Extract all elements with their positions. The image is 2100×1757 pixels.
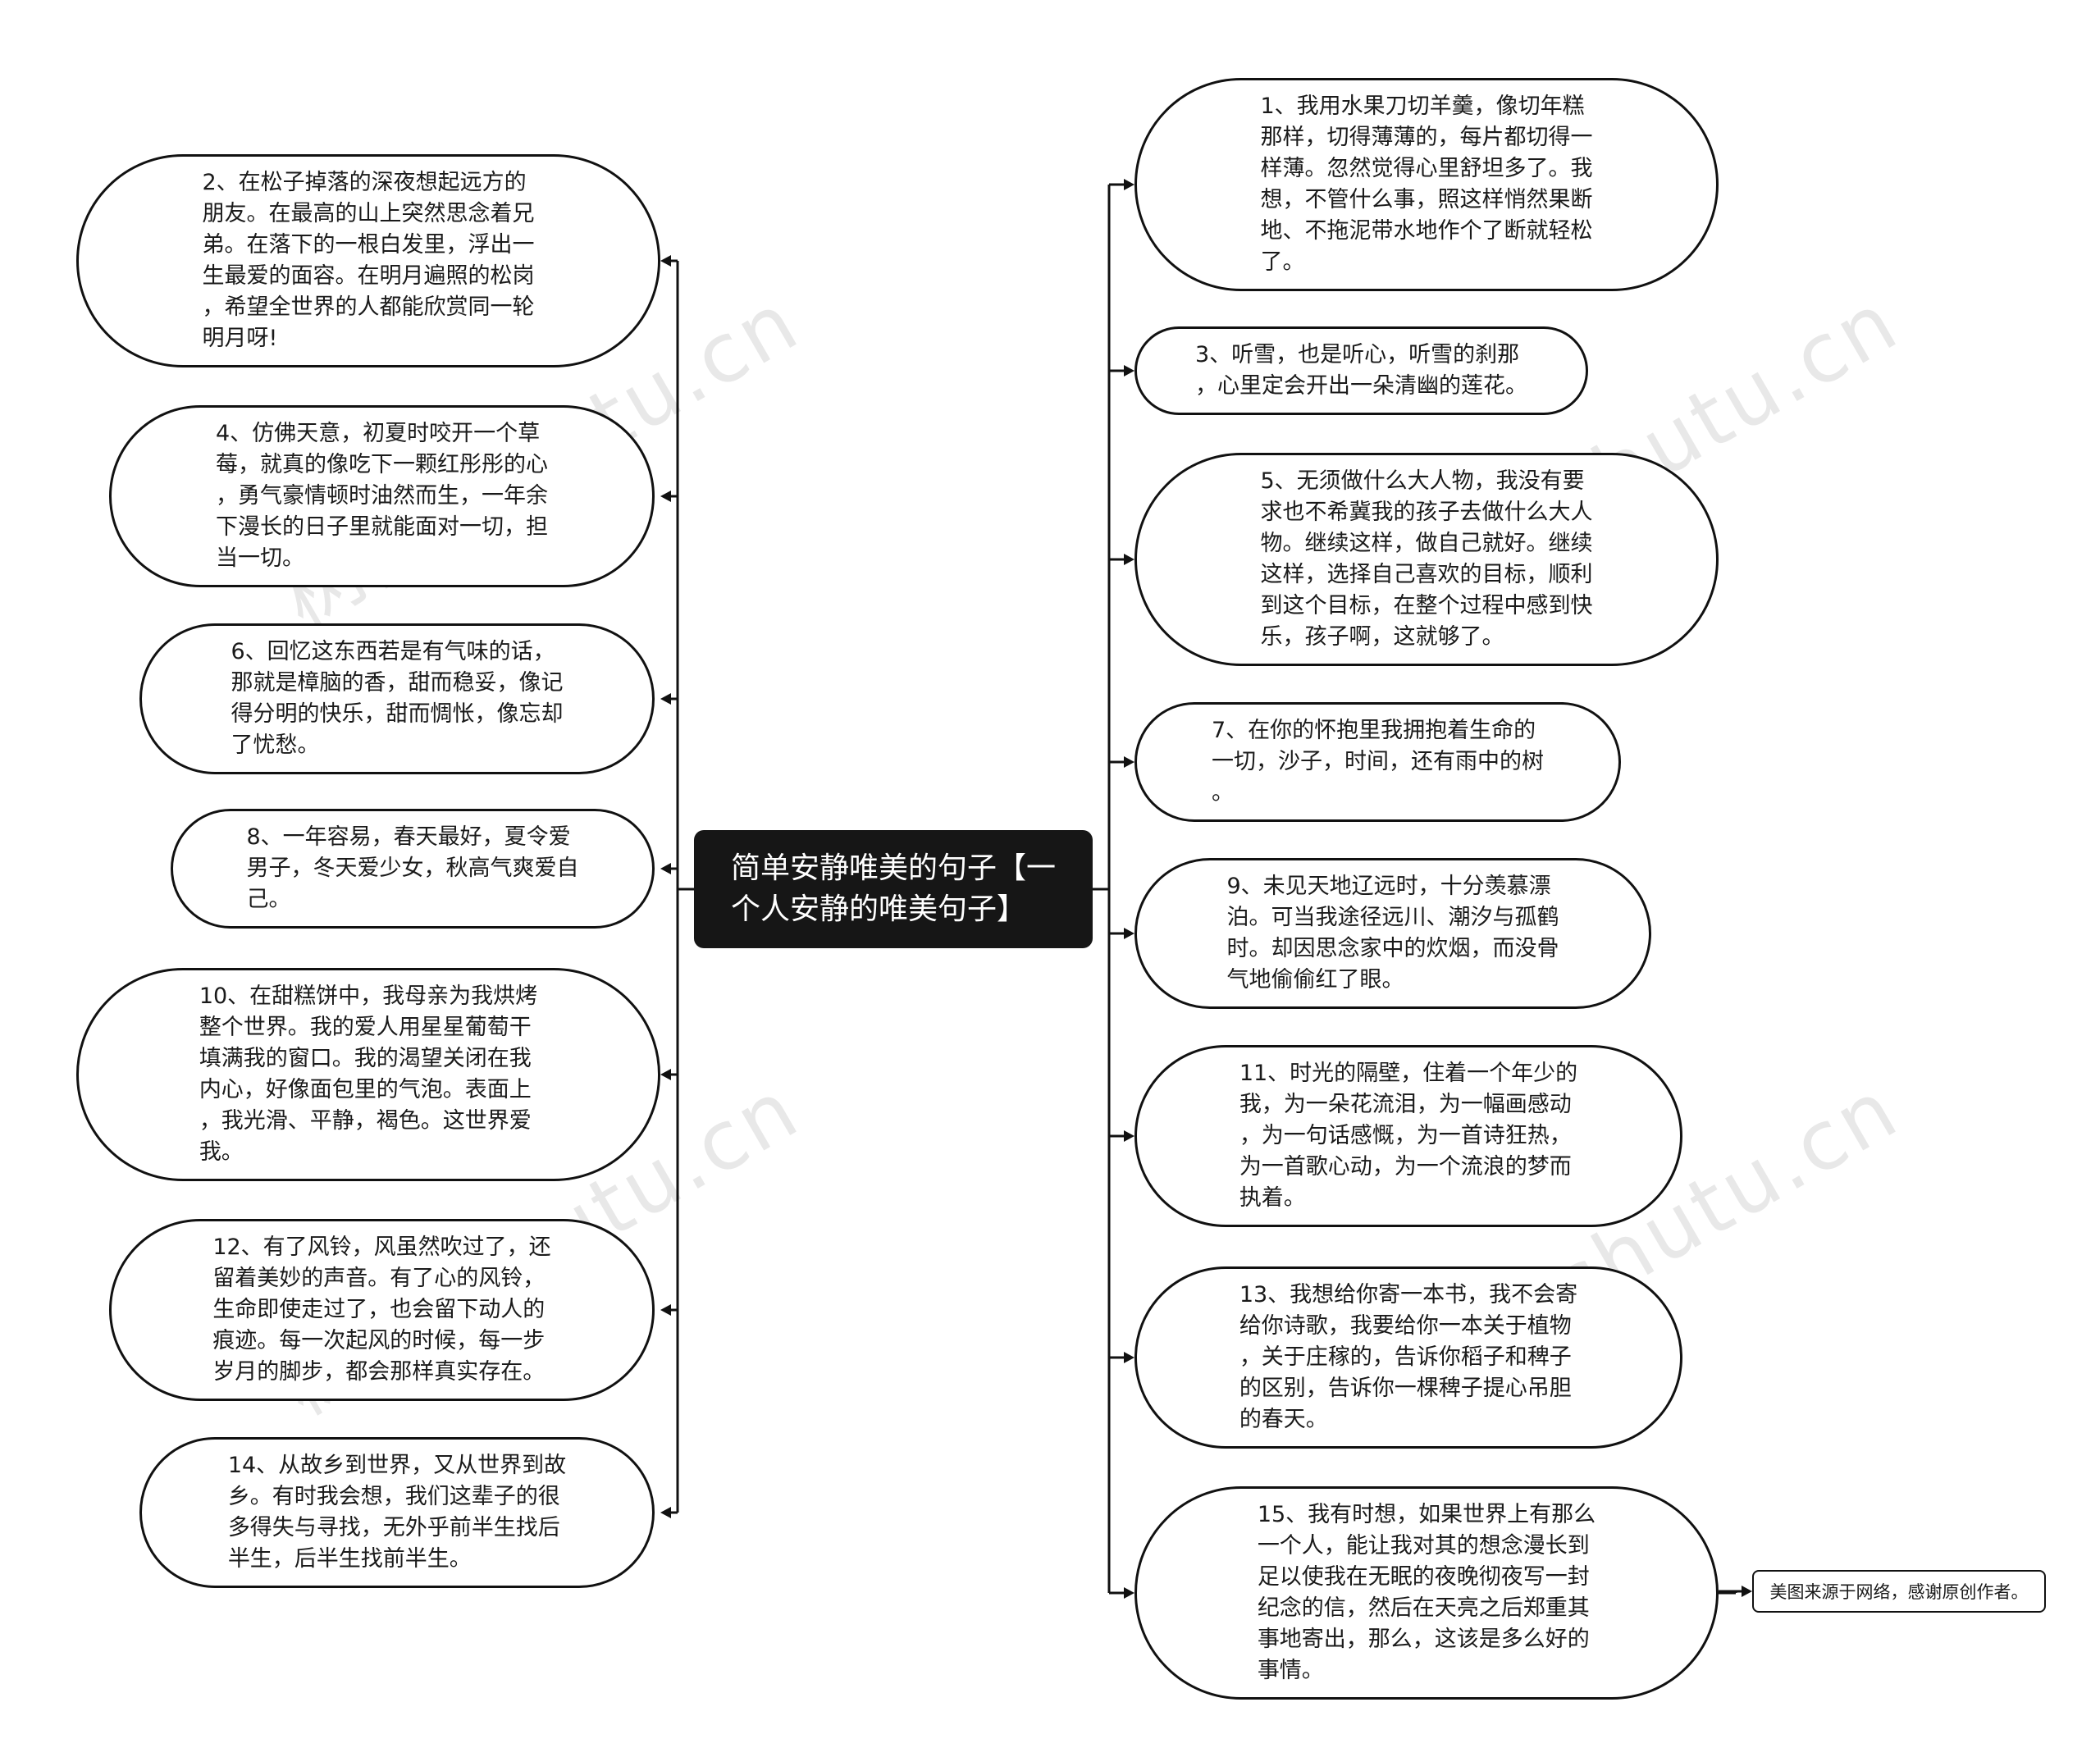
topic-node-11-text: 11、时光的隔壁，住着一个年少的 我，为一朵花流泪，为一幅画感动 ，为一句话感慨… — [1239, 1061, 1578, 1211]
topic-node-8[interactable]: 8、一年容易，春天最好，夏令爱 男子，冬天爱少女，秋高气爽爱自 己。 — [171, 809, 655, 929]
central-topic[interactable]: 简单安静唯美的句子【一 个人安静的唯美句子】 — [694, 830, 1093, 948]
topic-node-2-text: 2、在松子掉落的深夜想起远方的 朋友。在最高的山上突然思念着兄 弟。在落下的一根… — [202, 170, 535, 351]
connector-arrow-right — [1124, 1352, 1134, 1363]
topic-node-10-text: 10、在甜糕饼中，我母亲为我烘烤 整个世界。我的爱人用星星葡萄干 填满我的窗口。… — [199, 983, 538, 1165]
connector-arrow-right — [1124, 1587, 1134, 1599]
connector-arrow-left — [660, 255, 671, 267]
topic-node-13-text: 13、我想给你寄一本书，我不会寄 给你诗歌，我要给你一本关于植物 ，关于庄稼的，… — [1239, 1282, 1578, 1432]
connector-arrow-left — [660, 693, 671, 705]
connector-arrow-left — [660, 1069, 671, 1080]
connector-arrow-right — [1124, 756, 1134, 768]
topic-node-4[interactable]: 4、仿佛天意，初夏时咬开一个草 莓，就真的像吃下一颗红彤彤的心 ，勇气豪情顿时油… — [109, 405, 655, 587]
central-topic-label: 简单安静唯美的句子【一 个人安静的唯美句子】 — [730, 851, 1056, 926]
topic-node-12-text: 12、有了风铃，风虽然吹过了，还 留着美妙的声音。有了心的风铃， 生命即使走过了… — [212, 1234, 551, 1385]
connector-arrow-left — [660, 1507, 671, 1518]
connector-arrow-note — [1742, 1586, 1752, 1597]
topic-node-6-text: 6、回忆这东西若是有气味的话， 那就是樟脑的香，甜而稳妥，像记 得分明的快乐，甜… — [231, 639, 564, 758]
connector-arrow-right — [1124, 365, 1134, 376]
topic-node-7[interactable]: 7、在你的怀抱里我拥抱着生命的 一切，沙子，时间，还有雨中的树 。 — [1134, 702, 1621, 822]
topic-node-9-text: 9、未见天地辽远时，十分羡慕漂 泊。可当我途径远川、潮汐与孤鹤 时。却因思念家中… — [1226, 874, 1559, 993]
topic-node-1-text: 1、我用水果刀切羊羹，像切年糕 那样，切得薄薄的，每片都切得一 样薄。忽然觉得心… — [1260, 94, 1593, 275]
topic-node-2[interactable]: 2、在松子掉落的深夜想起远方的 朋友。在最高的山上突然思念着兄 弟。在落下的一根… — [76, 154, 660, 367]
topic-node-10[interactable]: 10、在甜糕饼中，我母亲为我烘烤 整个世界。我的爱人用星星葡萄干 填满我的窗口。… — [76, 968, 660, 1181]
topic-node-15-text: 15、我有时想，如果世界上有那么 一个人，能让我对其的想念漫长到 足以使我在无眠… — [1257, 1502, 1596, 1683]
topic-node-3[interactable]: 3、听雪，也是听心，听雪的刹那 ，心里定会开出一朵清幽的莲花。 — [1134, 326, 1588, 415]
connector-arrow-left — [660, 1304, 671, 1316]
connector-arrow-left — [660, 863, 671, 874]
topic-node-11[interactable]: 11、时光的隔壁，住着一个年少的 我，为一朵花流泪，为一幅画感动 ，为一句话感慨… — [1134, 1045, 1682, 1227]
connector-arrow-right — [1124, 1130, 1134, 1142]
topic-node-9[interactable]: 9、未见天地辽远时，十分羡慕漂 泊。可当我途径远川、潮汐与孤鹤 时。却因思念家中… — [1134, 858, 1651, 1009]
connector-arrow-right — [1124, 928, 1134, 939]
topic-node-7-text: 7、在你的怀抱里我拥抱着生命的 一切，沙子，时间，还有雨中的树 。 — [1212, 718, 1544, 805]
topic-node-3-text: 3、听雪，也是听心，听雪的刹那 ，心里定会开出一朵清幽的莲花。 — [1195, 342, 1527, 399]
source-note-text: 美图来源于网络，感谢原创作者。 — [1769, 1582, 2029, 1602]
topic-node-5-text: 5、无须做什么大人物，我没有要 求也不希冀我的孩子去做什么大人 物。继续这样，做… — [1260, 468, 1593, 650]
topic-node-4-text: 4、仿佛天意，初夏时咬开一个草 莓，就真的像吃下一颗红彤彤的心 ，勇气豪情顿时油… — [216, 421, 548, 571]
connector-arrow-left — [660, 491, 671, 502]
connector-arrow-right — [1124, 179, 1134, 190]
topic-node-5[interactable]: 5、无须做什么大人物，我没有要 求也不希冀我的孩子去做什么大人 物。继续这样，做… — [1134, 453, 1719, 666]
connector-arrow-right — [1124, 554, 1134, 565]
topic-node-6[interactable]: 6、回忆这东西若是有气味的话， 那就是樟脑的香，甜而稳妥，像记 得分明的快乐，甜… — [139, 623, 655, 774]
topic-node-15[interactable]: 15、我有时想，如果世界上有那么 一个人，能让我对其的想念漫长到 足以使我在无眠… — [1134, 1486, 1719, 1700]
topic-node-14[interactable]: 14、从故乡到世界，又从世界到故 乡。有时我会想，我们这辈子的很 多得失与寻找，… — [139, 1437, 655, 1588]
topic-node-1[interactable]: 1、我用水果刀切羊羹，像切年糕 那样，切得薄薄的，每片都切得一 样薄。忽然觉得心… — [1134, 78, 1719, 291]
topic-node-13[interactable]: 13、我想给你寄一本书，我不会寄 给你诗歌，我要给你一本关于植物 ，关于庄稼的，… — [1134, 1266, 1682, 1449]
source-note: 美图来源于网络，感谢原创作者。 — [1752, 1570, 2046, 1613]
topic-node-12[interactable]: 12、有了风铃，风虽然吹过了，还 留着美妙的声音。有了心的风铃， 生命即使走过了… — [109, 1219, 655, 1401]
topic-node-8-text: 8、一年容易，春天最好，夏令爱 男子，冬天爱少女，秋高气爽爱自 己。 — [246, 824, 579, 912]
topic-node-14-text: 14、从故乡到世界，又从世界到故 乡。有时我会想，我们这辈子的很 多得失与寻找，… — [227, 1453, 567, 1572]
